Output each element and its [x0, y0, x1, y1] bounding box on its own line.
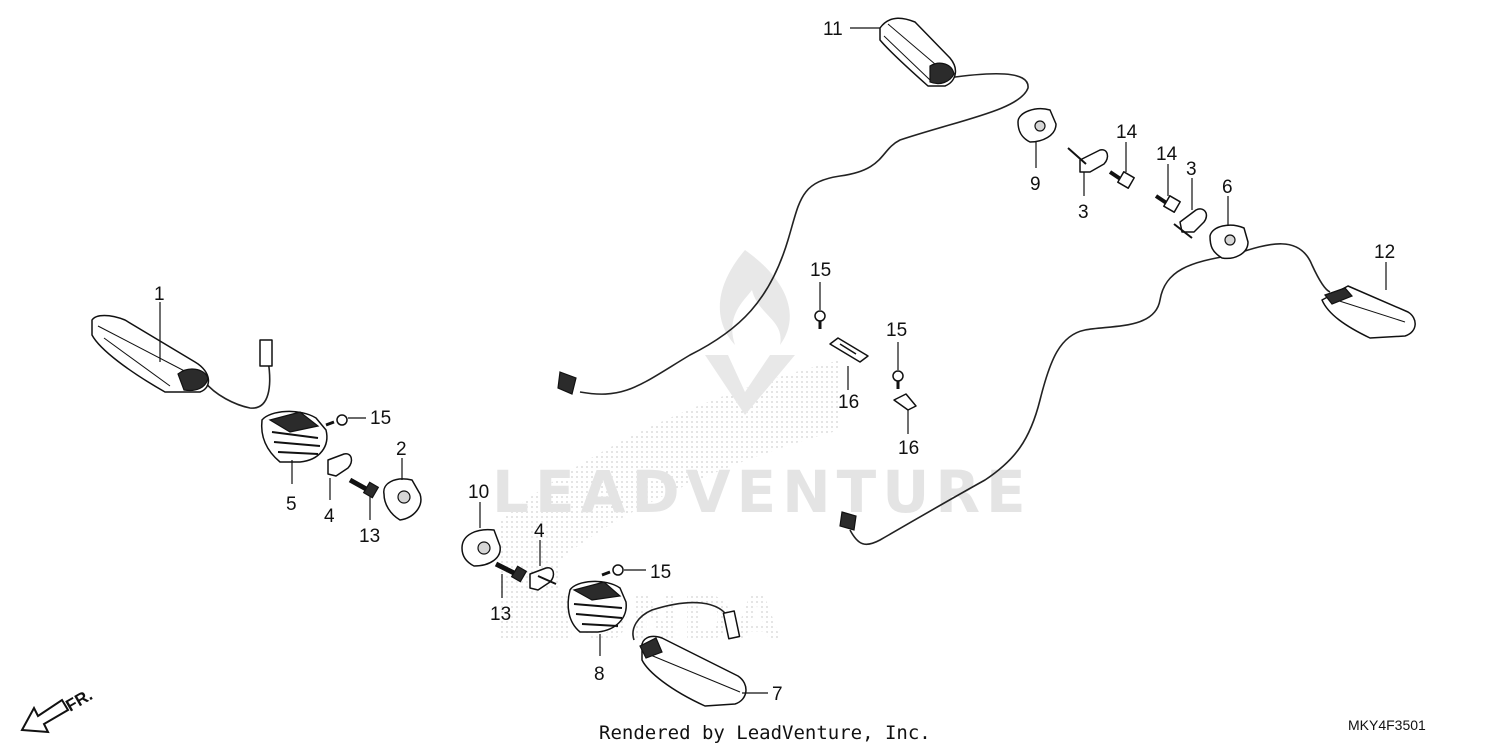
bolt-14a	[1108, 170, 1135, 189]
callout-16a: 16	[838, 392, 859, 413]
turn-signal-7	[639, 635, 747, 707]
screw-15c	[814, 310, 826, 329]
callout-8: 8	[594, 664, 605, 685]
callout-3b: 3	[1186, 159, 1197, 180]
wire-harness-7	[632, 601, 741, 641]
connector-1	[259, 339, 273, 367]
callout-13a: 13	[359, 526, 380, 547]
diagram-code: MKY4F3501	[1348, 717, 1426, 733]
screw-15d	[892, 370, 904, 389]
footer-credit: Rendered by LeadVenture, Inc.	[599, 722, 931, 744]
front-arrow-icon	[20, 698, 70, 734]
callout-15c: 15	[810, 260, 831, 281]
screw-15a	[325, 414, 348, 427]
leadventure-v-logo	[705, 355, 795, 415]
plate-3a	[1067, 147, 1109, 173]
plate-4a	[327, 453, 353, 477]
honda-wing-watermark	[500, 360, 840, 640]
connector-12	[839, 511, 857, 531]
clamp-16b	[893, 393, 917, 411]
callout-1: 1	[154, 284, 165, 305]
callouts: 1 2 3 3 4 4 5 6 7 8 9 10 11 12 13 13 14 …	[154, 19, 1395, 705]
rubber-mount-8	[567, 580, 627, 633]
callout-12: 12	[1374, 242, 1395, 263]
callout-16b: 16	[898, 438, 919, 459]
callout-7: 7	[772, 684, 783, 705]
watermark: LEADVENTURE HONDA	[492, 250, 1032, 655]
turn-signal-11	[879, 17, 957, 87]
callout-15a: 15	[370, 408, 391, 429]
wire-harness-11	[557, 73, 1029, 395]
rubber-mount-5	[260, 410, 328, 463]
callout-14b: 14	[1156, 144, 1178, 165]
callout-4a: 4	[324, 506, 335, 527]
stay-10	[461, 528, 501, 567]
clamp-16a	[829, 337, 869, 363]
bolt-13b	[494, 561, 528, 583]
callout-14a: 14	[1116, 122, 1138, 143]
wire-harness-1	[204, 339, 273, 409]
callout-15d: 15	[886, 320, 907, 341]
turn-signal-1	[91, 314, 210, 393]
connector-7	[722, 610, 741, 640]
bolt-14b	[1154, 194, 1181, 213]
callout-3a: 3	[1078, 202, 1089, 223]
callout-11: 11	[823, 19, 843, 40]
callout-13b: 13	[490, 604, 511, 625]
screw-15b	[601, 564, 624, 577]
leadventure-flame-logo	[719, 250, 790, 345]
stay-2	[383, 478, 422, 521]
callout-6: 6	[1222, 177, 1233, 198]
stay-6	[1209, 224, 1249, 260]
connector-11	[557, 371, 577, 395]
callout-15b: 15	[650, 562, 671, 583]
callout-10: 10	[468, 482, 489, 503]
turn-signal-12	[1321, 285, 1416, 339]
callout-2: 2	[396, 439, 407, 460]
callout-5: 5	[286, 494, 297, 515]
stay-9	[1017, 108, 1057, 143]
watermark-text: LEADVENTURE	[492, 458, 1032, 526]
callout-9: 9	[1030, 174, 1041, 195]
wire-harness-12	[839, 243, 1331, 546]
plate-3b	[1173, 208, 1208, 239]
front-direction-indicator: FR.	[20, 685, 96, 734]
leader-lines	[159, 27, 1387, 694]
plate-4b	[529, 567, 557, 591]
callout-4b: 4	[534, 521, 545, 542]
bolt-13a	[348, 477, 380, 499]
